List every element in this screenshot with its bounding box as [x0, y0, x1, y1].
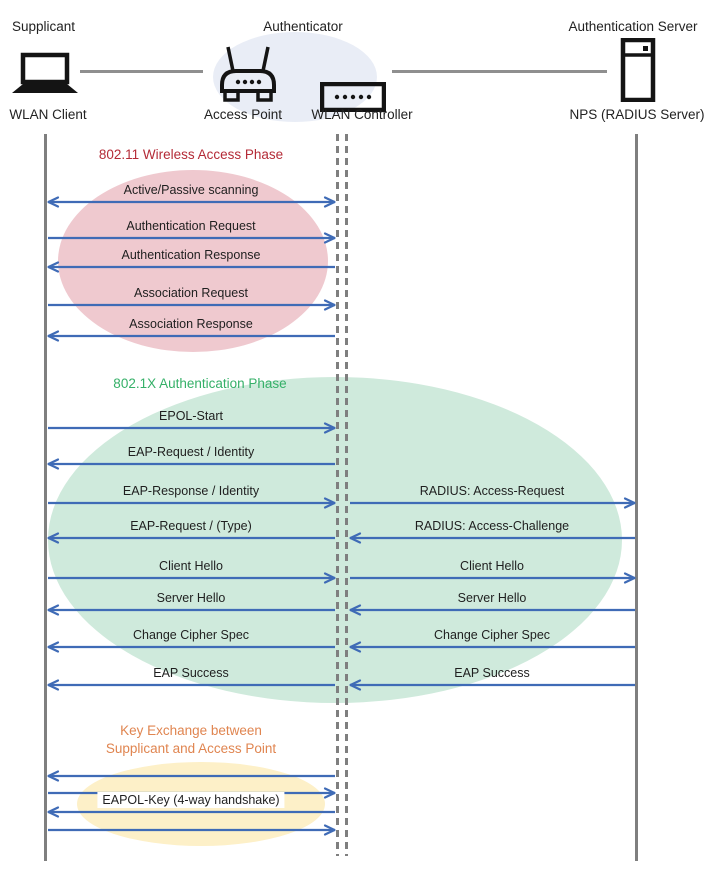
message-arrow — [349, 641, 635, 653]
message-label: Association Response — [129, 317, 253, 331]
message-label: Server Hello — [457, 591, 527, 605]
lifeline-wlan-client — [44, 134, 47, 861]
wlan-controller-icon — [320, 82, 386, 112]
message-label: Server Hello — [156, 591, 226, 605]
message-arrow — [349, 604, 635, 616]
message-arrow — [47, 679, 335, 691]
device-label-wlan-client: WLAN Client — [9, 107, 87, 122]
message-label: EAP Success — [454, 666, 530, 680]
role-label-authentication-server: Authentication Server — [568, 19, 698, 34]
message-arrow — [47, 261, 335, 273]
message-label: Authentication Request — [126, 219, 256, 233]
phase-1-title: 802.11 Wireless Access Phase — [98, 147, 284, 162]
access-point-icon — [220, 46, 276, 102]
message-arrow — [47, 806, 335, 818]
message-arrow — [48, 232, 336, 244]
message-label: Active/Passive scanning — [123, 183, 259, 197]
role-label-authenticator: Authenticator — [263, 19, 343, 34]
connector-controller-server — [392, 70, 607, 73]
message-label: EAP Success — [153, 666, 229, 680]
message-label: EAPOL-Key (4-way handshake) — [97, 792, 285, 808]
connector-client-ap — [80, 70, 203, 73]
message-arrow — [47, 196, 336, 208]
message-arrow — [48, 572, 336, 584]
laptop-icon — [12, 52, 78, 93]
role-label-supplicant: Supplicant — [12, 19, 76, 34]
message-label: Association Request — [134, 286, 248, 300]
server-icon — [620, 38, 656, 102]
phase-3-title-line2: Supplicant and Access Point — [105, 741, 277, 756]
phase-2-ellipse — [48, 377, 622, 703]
message-arrow — [47, 458, 335, 470]
message-label: Authentication Response — [121, 248, 261, 262]
message-label: EPOL-Start — [159, 409, 223, 423]
message-label: RADIUS: Access-Challenge — [414, 519, 570, 533]
message-arrow — [48, 299, 336, 311]
device-label-wlan-controller: WLAN Controller — [311, 107, 413, 122]
message-label: EAP-Response / Identity — [122, 484, 260, 498]
device-label-nps-radius-server: NPS (RADIUS Server) — [569, 107, 705, 122]
authenticator-group-ellipse — [213, 32, 377, 122]
message-arrow — [350, 497, 636, 509]
message-arrow — [47, 330, 335, 342]
message-label: EAP-Request / (Type) — [130, 519, 252, 533]
message-label: Client Hello — [460, 559, 524, 573]
message-label: Client Hello — [159, 559, 223, 573]
message-arrow — [47, 604, 335, 616]
message-arrow — [48, 824, 336, 836]
message-label: Change Cipher Spec — [433, 628, 551, 642]
device-label-access-point: Access Point — [203, 107, 283, 122]
message-label: Change Cipher Spec — [132, 628, 250, 642]
phase-1-ellipse — [58, 170, 328, 352]
lifeline-authenticator-dashed-2 — [345, 134, 348, 856]
message-arrow — [349, 679, 635, 691]
lifeline-nps-server — [635, 134, 638, 861]
message-arrow — [48, 422, 336, 434]
phase-3-title-line1: Key Exchange between — [120, 723, 262, 738]
phase-2-title: 802.1X Authentication Phase — [113, 376, 287, 391]
lifeline-authenticator-dashed-1 — [336, 134, 339, 856]
message-arrow — [48, 497, 336, 509]
message-label: RADIUS: Access-Request — [419, 484, 565, 498]
message-arrow — [350, 572, 636, 584]
message-arrow — [47, 532, 335, 544]
message-arrow — [349, 532, 635, 544]
message-arrow — [47, 641, 335, 653]
message-arrow — [47, 770, 335, 782]
message-label: EAP-Request / Identity — [127, 445, 255, 459]
